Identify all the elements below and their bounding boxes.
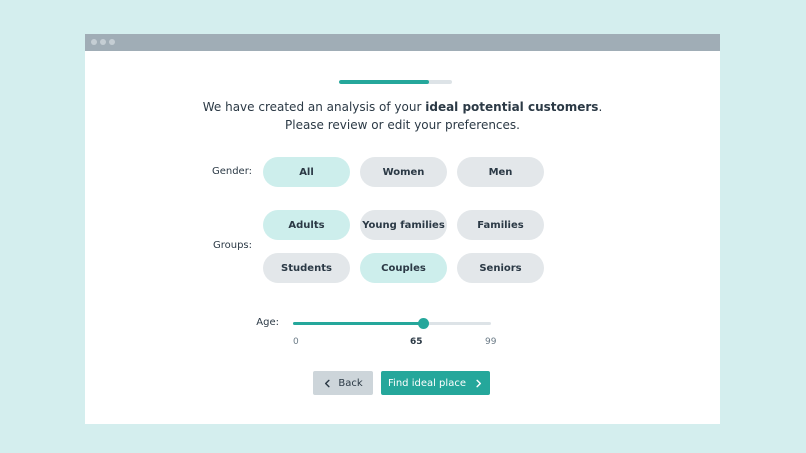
headline-period: . [598, 100, 603, 114]
window-titlebar [85, 34, 720, 51]
window-control-dot[interactable] [91, 39, 97, 45]
age-label: Age: [256, 317, 279, 328]
age-max-label: 99 [485, 337, 497, 347]
headline-subtext: Please review or edit your preferences. [285, 118, 520, 132]
age-min-label: 0 [293, 337, 299, 347]
age-slider-handle[interactable] [417, 318, 429, 329]
chevron-right-icon [476, 379, 481, 387]
window-control-dot[interactable] [109, 39, 115, 45]
back-button[interactable]: Back [313, 371, 373, 395]
group-option-students[interactable]: Students [263, 253, 350, 283]
gender-option-all[interactable]: All [263, 157, 350, 187]
find-button-label: Find ideal place [388, 377, 466, 389]
group-option-young-families[interactable]: Young families [360, 210, 447, 240]
group-option-families[interactable]: Families [457, 210, 544, 240]
progress-fill [339, 80, 430, 84]
gender-option-men[interactable]: Men [457, 157, 544, 187]
age-value-label: 65 [410, 337, 423, 347]
gender-label: Gender: [211, 166, 252, 177]
chevron-left-icon [325, 379, 330, 387]
window-control-dot[interactable] [100, 39, 106, 45]
groups-label: Groups: [212, 240, 252, 251]
age-slider-fill [293, 322, 423, 325]
page-headline: We have created an analysis of your idea… [85, 98, 720, 134]
age-slider[interactable] [293, 318, 491, 329]
progress-bar [339, 80, 452, 84]
group-option-seniors[interactable]: Seniors [457, 253, 544, 283]
group-option-couples[interactable]: Couples [360, 253, 447, 283]
back-button-label: Back [338, 377, 363, 389]
gender-option-women[interactable]: Women [360, 157, 447, 187]
headline-emphasis: ideal potential customers [425, 100, 599, 114]
find-ideal-place-button[interactable]: Find ideal place [381, 371, 490, 395]
headline-text: We have created an analysis of your [202, 100, 426, 114]
browser-window: We have created an analysis of your idea… [85, 34, 720, 424]
group-option-adults[interactable]: Adults [263, 210, 350, 240]
